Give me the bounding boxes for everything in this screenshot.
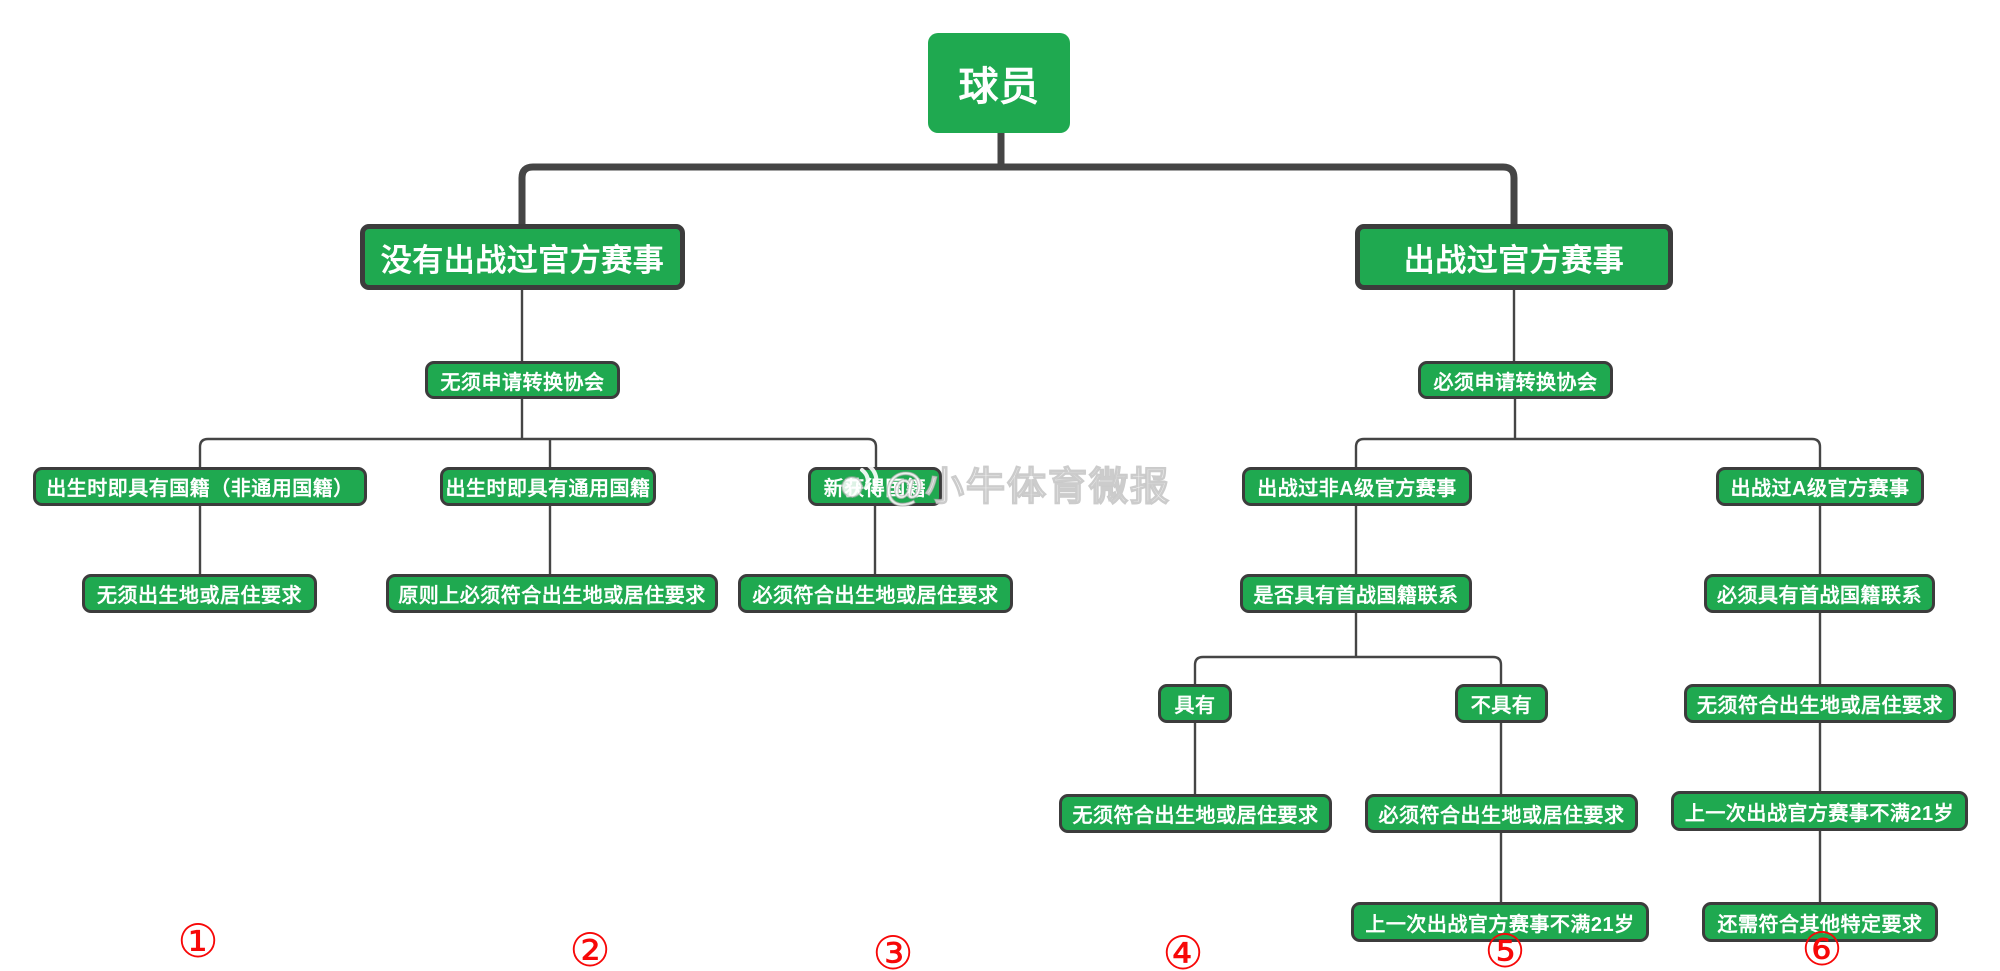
circled-number-6: ⑥ (1801, 922, 1843, 971)
flow-node-has-link: 具有 (1158, 684, 1232, 723)
flow-branch-played-official-matches: 出战过官方赛事 (1355, 224, 1673, 290)
circled-number-2: ② (569, 923, 611, 971)
circled-number-3: ③ (872, 926, 914, 971)
circled-number-5: ⑤ (1484, 924, 1526, 971)
circled-number-1: ① (177, 914, 219, 968)
flow-node-principle-birthplace-residence-requirement: 原则上必须符合出生地或居住要求 (386, 574, 718, 613)
flow-node-no-birthplace-residence-requirement: 无须出生地或居住要求 (82, 574, 317, 613)
flow-node-has-link-no-birthplace-requirement: 无须符合出生地或居住要求 (1059, 794, 1332, 833)
flow-node-played-non-a-level: 出战过非A级官方赛事 (1242, 467, 1472, 506)
flow-node-nationality-at-birth-non-common: 出生时即具有国籍（非通用国籍） (33, 467, 367, 506)
flow-node-player: 球员 (928, 33, 1070, 133)
flow-node-must-have-first-match-link: 必须具有首战国籍联系 (1704, 574, 1935, 613)
circled-number-4: ④ (1162, 926, 1204, 971)
flow-branch-no-official-matches: 没有出战过官方赛事 (360, 224, 685, 290)
flow-node-played-a-level: 出战过A级官方赛事 (1716, 467, 1924, 506)
flow-node-no-link-must-birthplace-requirement: 必须符合出生地或居住要求 (1365, 794, 1638, 833)
flow-node-first-match-nationality-link-question: 是否具有首战国籍联系 (1240, 574, 1472, 613)
flow-node-no-link-under-21: 上一次出战官方赛事不满21岁 (1351, 902, 1649, 942)
flow-node-no-association-change-needed: 无须申请转换协会 (425, 361, 620, 399)
flow-node-must-apply-association-change: 必须申请转换协会 (1418, 361, 1613, 399)
flow-node-other-specific-requirements: 还需符合其他特定要求 (1702, 902, 1938, 942)
flow-node-no-link: 不具有 (1455, 684, 1548, 723)
flow-node-newly-acquired-nationality: 新获得国籍 (808, 467, 942, 506)
flow-node-a-level-under-21: 上一次出战官方赛事不满21岁 (1671, 791, 1968, 831)
flow-node-must-meet-birthplace-residence-requirement: 必须符合出生地或居住要求 (738, 574, 1013, 613)
flow-node-common-nationality-at-birth: 出生时即具有通用国籍 (440, 467, 656, 506)
flow-node-a-level-no-birthplace-requirement: 无须符合出生地或居住要求 (1684, 684, 1956, 723)
